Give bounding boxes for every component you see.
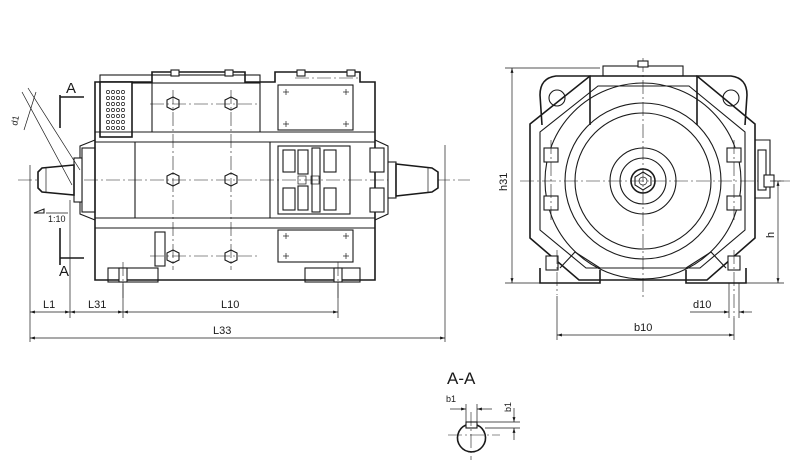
- shaft-right: [395, 163, 439, 197]
- section-label-a-bottom: A: [59, 263, 69, 280]
- dim-b10: b10: [634, 322, 652, 334]
- d1-label: d1: [9, 115, 21, 127]
- brush-window: [277, 145, 351, 215]
- terminal-connector: [99, 81, 133, 138]
- top-bolt: [170, 69, 180, 77]
- end-shield-ring-inner: [574, 112, 712, 250]
- octagon-frame-inner: [539, 85, 746, 269]
- octagon-frame-outer: [529, 75, 756, 281]
- lower-cover-plate: [277, 229, 354, 263]
- shaft-hex-nut: [634, 171, 652, 191]
- bearing-cover: [609, 147, 677, 215]
- section-label-a-top: A: [66, 80, 76, 97]
- upper-cover-plate: [277, 84, 354, 131]
- taper-symbol: [33, 208, 45, 214]
- dim-l10: L10: [221, 299, 239, 311]
- lug-hole-left: [548, 89, 566, 107]
- top-bolt: [346, 69, 356, 77]
- top-bolt: [296, 69, 306, 77]
- mounting-foot-left: [107, 267, 159, 283]
- top-cover: [99, 74, 261, 84]
- side-body-outline: [94, 71, 376, 281]
- end-shield-outer: [544, 82, 742, 280]
- section-title: A-A: [447, 369, 476, 388]
- end-view: h31 h d10 b10: [498, 58, 790, 340]
- dim-h: h: [765, 232, 777, 238]
- taper-ratio: 1:10: [48, 214, 66, 224]
- lifting-lug-left: [539, 75, 591, 126]
- dim-l31: L31: [88, 299, 106, 311]
- lifting-lug-right: [696, 75, 748, 126]
- keyway: [465, 421, 478, 429]
- dim-d10: d10: [693, 299, 711, 311]
- section-a-a: A-A b1 b1: [446, 369, 520, 460]
- connector-pins: [106, 90, 125, 130]
- dim-h31: h31: [498, 173, 510, 191]
- shaft-end: [630, 168, 656, 194]
- dim-b1-horizontal: b1: [446, 394, 456, 404]
- shaft-left: [37, 164, 75, 196]
- dim-b1-vertical: b1: [503, 402, 513, 412]
- mounting-foot-right: [304, 267, 361, 283]
- dim-l1: L1: [43, 299, 55, 311]
- top-bolt: [224, 69, 234, 77]
- end-shield-ring: [564, 102, 722, 260]
- side-view: A A d1 1:10 L1 L31 L10 L33: [9, 69, 470, 342]
- shaft-section: [456, 424, 487, 453]
- side-terminal-box: [755, 139, 771, 199]
- end-foot-left: [539, 268, 601, 284]
- end-foot-right: [685, 268, 747, 284]
- dim-l33: L33: [213, 325, 231, 337]
